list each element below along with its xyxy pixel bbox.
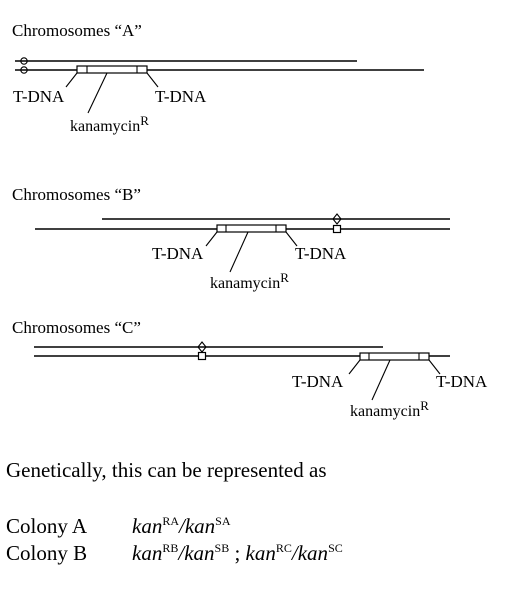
colony-b-allele-2: SB [214,541,230,555]
tdna-label-b-left: T-DNA [152,244,204,263]
section-c-title: Chromosomes “C” [12,318,141,337]
kanamycin-c-sup: R [420,398,429,413]
colony-b-allele-3: RC [275,541,292,555]
pointer-a-tdna-right [146,72,159,88]
kanamycin-label-a: kanamycinR [70,113,149,135]
colony-b-gene-1: kan [132,541,163,565]
colony-b-separator: ; [229,541,246,565]
colony-b-slash-2: / [291,541,298,565]
colony-b-gene-4: kan [297,541,329,565]
colony-b-slash-1: / [178,541,185,565]
centromere-a-lower [20,66,28,74]
colony-b-allele-4: SC [328,541,343,555]
tdna-insert-b [216,224,287,233]
colony-b-genotype: kanRB/kanSB ; kanRC/kanSC [132,541,343,566]
pointer-b-tdna-right [285,231,298,247]
colony-a-allele-2: SA [215,514,231,528]
pointer-b-tdna-left [205,231,218,247]
centromere-b-lower [332,224,342,234]
tdna-insert-a [76,65,148,74]
kanamycin-c-text: kanamycin [350,403,420,420]
genetic-intro-text: Genetically, this can be represented as [6,458,327,482]
colony-a-allele-1: RA [162,514,179,528]
kanamycin-label-c: kanamycinR [350,398,429,420]
tdna-label-a-right: T-DNA [155,87,207,106]
pointer-c-tdna-right [428,359,441,375]
tdna-label-a-left: T-DNA [13,87,65,106]
pointer-a-kan [87,72,108,114]
colony-b-allele-1: RB [162,541,179,555]
tdna-insert-c [359,352,430,361]
tdna-label-b-right: T-DNA [295,244,347,263]
section-b-title: Chromosomes “B” [12,185,141,204]
colony-b-gene-2: kan [184,541,215,565]
colony-b-label: Colony B [6,541,88,565]
section-b: Chromosomes “B” T-DNA T-DNA kanamycinR [12,185,450,292]
tdna-label-c-right: T-DNA [436,372,488,391]
colony-a-label: Colony A [6,514,88,538]
colony-b-gene-3: kan [245,541,276,565]
kanamycin-a-text: kanamycin [70,118,140,135]
pointer-b-kan [229,231,249,273]
pointer-a-tdna-left [65,72,78,88]
section-a-title: Chromosomes “A” [12,21,142,40]
tdna-label-c-left: T-DNA [292,372,344,391]
centromere-b-upper [332,213,342,225]
centromere-a-upper [20,57,28,65]
section-c: Chromosomes “C” T-DNA T-DNA kanamycinR [12,318,488,420]
colony-a-genotype: kanRA/kanSA [132,514,231,539]
centromere-c-lower [197,351,207,361]
pointer-c-tdna-left [348,359,361,375]
colony-a-slash: / [179,514,185,538]
pointer-c-kan [371,359,391,401]
kanamycin-b-text: kanamycin [210,275,280,292]
section-a: Chromosomes “A” T-DNA T-DNA kanamycinR [12,21,424,135]
kanamycin-a-sup: R [140,113,149,128]
colony-a-gene-2: kan [184,514,216,538]
kanamycin-b-sup: R [280,270,289,285]
colony-a-gene-1: kan [132,514,163,538]
kanamycin-label-b: kanamycinR [210,270,289,292]
